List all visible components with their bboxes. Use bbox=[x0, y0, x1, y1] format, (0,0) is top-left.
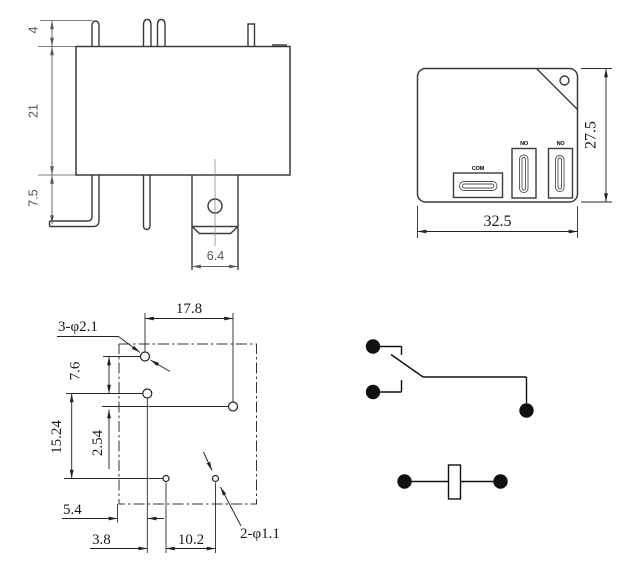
callout-leader-1 bbox=[118, 336, 141, 353]
no-terminal-dot bbox=[365, 384, 381, 400]
mount-hole-5 bbox=[211, 474, 220, 483]
pilot-hole bbox=[559, 75, 570, 86]
mount-hole-1 bbox=[139, 351, 151, 362]
pcb-outline bbox=[118, 343, 257, 505]
dim-label-10-2: 10.2 bbox=[178, 532, 204, 548]
top-pins bbox=[91, 18, 256, 47]
com-label: COM bbox=[472, 166, 485, 172]
dim-label-32-5: 32.5 bbox=[484, 213, 512, 230]
chamfer-line bbox=[536, 68, 578, 110]
dim-label-5-4: 5.4 bbox=[63, 502, 82, 518]
no1-terminal-box bbox=[511, 147, 537, 199]
dim-label-2-54: 2.54 bbox=[90, 429, 106, 456]
dim-label-7-5: 7.5 bbox=[26, 189, 40, 206]
coil-symbol bbox=[447, 464, 462, 500]
no1-slot-inner bbox=[521, 157, 526, 191]
bottom-view: COM NO NO 27.5 32.5 bbox=[416, 67, 612, 238]
mount-hole-3 bbox=[227, 401, 239, 412]
side-extension-lines bbox=[38, 20, 93, 176]
blade-terminal bbox=[191, 175, 239, 270]
dim-label-3-8: 3.8 bbox=[92, 532, 111, 548]
no1-slot bbox=[519, 154, 529, 193]
callout-label-3-phi-2-1: 3-φ2.1 bbox=[58, 319, 98, 335]
dim-label-21: 21 bbox=[26, 104, 40, 118]
pcb-layout: 17.8 7.6 15.24 2.54 5.4 3.8 10.2 3-φ2.1 … bbox=[49, 301, 280, 553]
mount-hole-4 bbox=[162, 474, 170, 483]
com-terminal-dot bbox=[365, 339, 381, 354]
com-terminal-box bbox=[452, 172, 504, 199]
no2-slot-inner bbox=[557, 157, 562, 190]
no2-slot-outer bbox=[555, 155, 565, 192]
dim-label-6-4: 6.4 bbox=[207, 249, 224, 263]
dim-label-7-6: 7.6 bbox=[67, 361, 83, 380]
no2-terminal-box bbox=[547, 147, 574, 199]
callout-leader-2 bbox=[150, 359, 171, 372]
callout-label-2-phi-1-1: 2-φ1.1 bbox=[240, 526, 280, 542]
dim-label-4: 4 bbox=[26, 26, 40, 33]
com-slot bbox=[459, 181, 498, 191]
movable-contact-terminal-dot bbox=[519, 403, 534, 418]
side-view: 4 21 7.5 6.4 bbox=[26, 18, 291, 270]
callout-small-holes: 2-φ1.1 bbox=[203, 451, 280, 542]
com-slot-inner bbox=[462, 183, 495, 189]
coil-terminal-dot-1 bbox=[397, 474, 412, 489]
bottom-pins bbox=[48, 175, 151, 231]
no2-label: NO bbox=[557, 141, 566, 147]
dim-label-15-24: 15.24 bbox=[49, 420, 65, 454]
com-slot-outer bbox=[459, 181, 498, 191]
bottom-body-outline bbox=[416, 67, 579, 203]
mount-hole-2 bbox=[142, 388, 153, 399]
relay-body-outline bbox=[75, 45, 291, 176]
bottom-extension-lines bbox=[417, 68, 612, 238]
no1-slot-outer bbox=[519, 154, 529, 193]
callout-large-holes: 3-φ2.1 bbox=[57, 319, 171, 372]
no2-slot bbox=[555, 155, 565, 192]
dim-label-17-8: 17.8 bbox=[176, 301, 202, 317]
contact-wiring bbox=[378, 345, 528, 403]
callout-leader-3 bbox=[220, 486, 242, 527]
pcb-extension-lines bbox=[64, 313, 234, 553]
callout-leader-4 bbox=[203, 451, 213, 471]
schematic bbox=[365, 339, 534, 500]
coil-terminal-dot-2 bbox=[493, 474, 508, 489]
dim-label-27-5: 27.5 bbox=[583, 121, 600, 149]
no1-label: NO bbox=[520, 141, 529, 147]
